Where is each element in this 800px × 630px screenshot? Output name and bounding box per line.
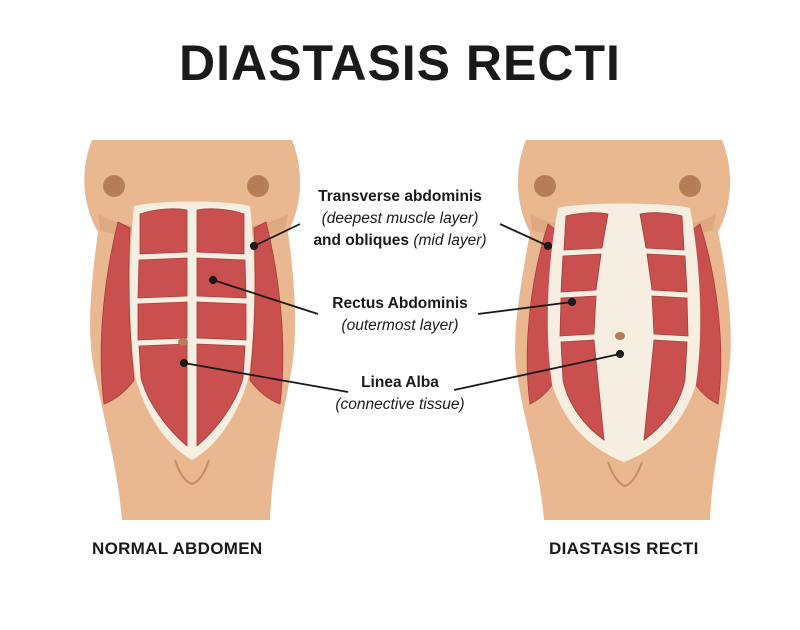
leader-linea-right-dot [615, 349, 625, 359]
leader-lines [179, 223, 625, 393]
leader-obliques-right [499, 223, 549, 247]
label-rectus: Rectus Abdominis (outermost layer) [300, 293, 500, 337]
page-title: DIASTASIS RECTI [179, 35, 621, 91]
leader-linea-left-dot [179, 358, 189, 368]
label-linea-name: Linea Alba [361, 374, 439, 391]
leader-linea-right [453, 353, 621, 391]
label-obliques-name1: Transverse abdominis [318, 188, 482, 205]
normal-torso [84, 140, 301, 520]
leader-rectus-right-dot [567, 297, 577, 307]
caption-normal: NORMAL ABDOMEN [92, 539, 263, 558]
leader-obliques-left-dot [249, 241, 259, 251]
diastasis-nipple-left [534, 175, 556, 197]
leader-linea-left [183, 362, 349, 393]
diastasis-groin [607, 461, 643, 488]
normal-rectus-blocks [137, 208, 247, 447]
normal-nipple-left [103, 175, 125, 197]
diastasis-rectus-blocks [559, 212, 689, 441]
label-rectus-note: (outermost layer) [341, 317, 459, 334]
normal-nipple-right [247, 175, 269, 197]
label-obliques-note2: (mid layer) [413, 232, 487, 249]
caption-diastasis: DIASTASIS RECTI [549, 539, 699, 558]
label-rectus-name: Rectus Abdominis [332, 295, 468, 312]
normal-oblique-right [249, 221, 284, 405]
label-obliques-note1: (deepest muscle layer) [321, 210, 479, 227]
label-obliques-name2: and obliques [313, 232, 410, 249]
normal-navel [178, 338, 188, 346]
leader-obliques-right-dot [543, 241, 553, 251]
leader-rectus-right [477, 301, 573, 315]
leader-obliques-left [253, 223, 301, 247]
label-linea-note: (connective tissue) [335, 396, 465, 413]
label-linea: Linea Alba (connective tissue) [310, 372, 490, 416]
leader-rectus-left [212, 279, 319, 315]
label-obliques: Transverse abdominis (deepest muscle lay… [290, 186, 510, 252]
normal-breast-left [88, 148, 172, 220]
normal-oblique-left [100, 221, 135, 405]
diastasis-breast-left [518, 148, 602, 220]
diastasis-torso [515, 140, 731, 520]
diastasis-navel [615, 332, 625, 340]
diastasis-nipple-right [679, 175, 701, 197]
leader-rectus-left-dot [208, 275, 218, 285]
normal-groin [174, 459, 210, 486]
